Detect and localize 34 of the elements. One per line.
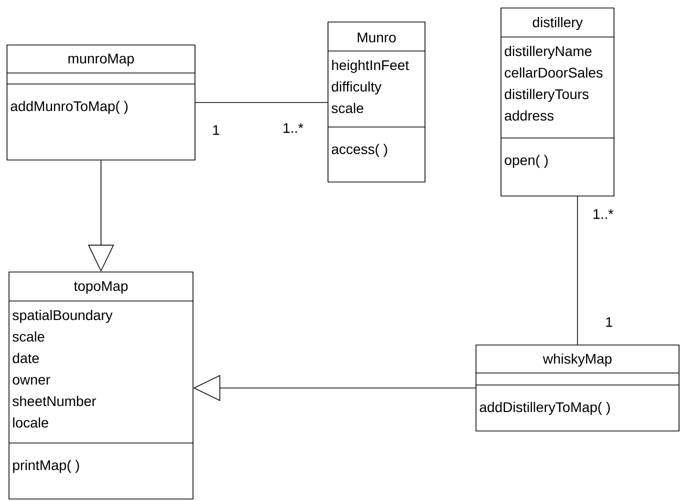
class-name: munroMap	[68, 54, 134, 66]
multiplicity-label: 1..*	[284, 123, 304, 133]
class-box	[500, 8, 614, 196]
operation-text: access( )	[332, 144, 388, 157]
class-name: Munro	[358, 32, 396, 42]
operation-text: printMap( )	[13, 460, 79, 473]
attribute-text: scale	[332, 102, 364, 114]
attribute-text: spatialBoundary	[12, 310, 113, 323]
operation-text: open( )	[504, 154, 548, 168]
multiplicity-label: 1	[213, 125, 220, 135]
association-line	[194, 102, 328, 103]
multiplicity-label: 1	[606, 317, 612, 327]
operation-text: addDistilleryToMap( )	[480, 402, 610, 415]
attribute-text: sheetNumber	[12, 396, 96, 406]
attribute-text: address	[504, 110, 554, 121]
class-name: distillery	[532, 16, 583, 30]
attribute-text: locale	[13, 417, 48, 428]
class-name: topoMap	[74, 281, 128, 294]
class-box	[476, 344, 680, 432]
association-line	[577, 196, 578, 346]
attribute-text: distilleryTours	[504, 88, 588, 102]
multiplicity-label: 1..*	[594, 209, 614, 219]
class-box	[8, 272, 194, 500]
attribute-text: distilleryName	[504, 46, 592, 59]
attribute-text: owner	[12, 376, 50, 385]
attribute-text: difficulty	[332, 81, 382, 94]
attribute-text: scale	[12, 331, 44, 342]
class-box	[328, 22, 426, 182]
operation-text: addMunroToMap( )	[10, 100, 128, 114]
attribute-text: cellarDoorSales	[504, 67, 602, 78]
class-name: whiskyMap	[542, 353, 612, 367]
attribute-text: date	[12, 352, 39, 364]
attribute-text: heightInFeet	[332, 60, 409, 73]
class-box	[6, 44, 196, 160]
